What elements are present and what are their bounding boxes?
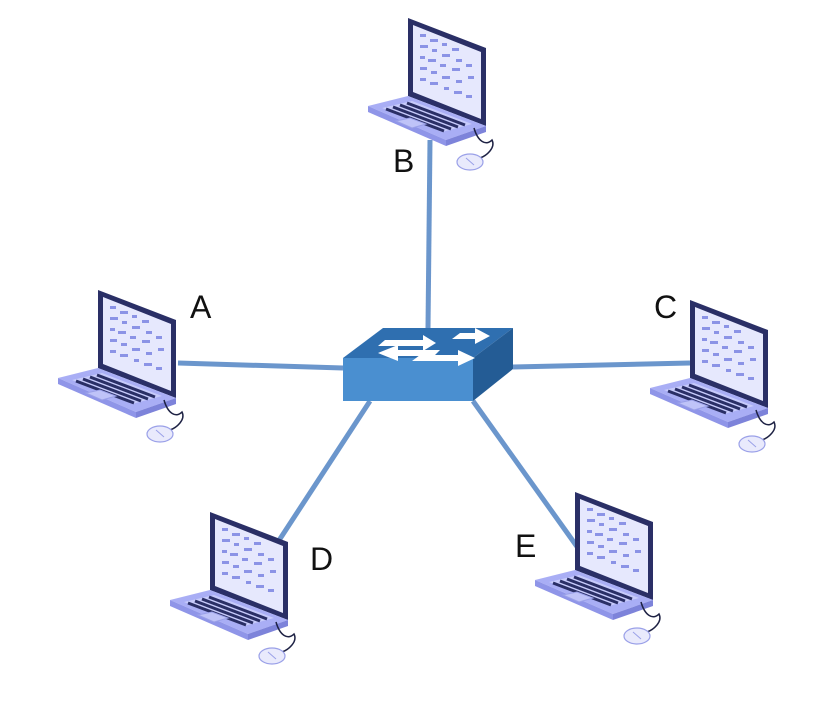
link-a — [177, 360, 344, 371]
node-label-d: D — [310, 541, 333, 577]
node-label-b: B — [393, 143, 414, 179]
node-a: A — [56, 288, 212, 444]
link-e — [470, 399, 581, 550]
switch-side — [473, 328, 513, 401]
links — [177, 139, 691, 550]
laptop-icon — [56, 288, 185, 444]
node-c: C — [648, 289, 777, 454]
network-switch-icon — [343, 328, 513, 401]
node-label-c: C — [654, 289, 677, 325]
node-b: B — [366, 16, 495, 179]
node-label-a: A — [190, 289, 212, 325]
link-c — [512, 360, 691, 370]
link-d — [273, 399, 373, 547]
nodes: A B C D E — [56, 16, 777, 666]
node-e: E — [515, 490, 662, 646]
node-label-e: E — [515, 528, 536, 564]
switch-arrows-icon — [378, 328, 490, 366]
node-d: D — [168, 510, 333, 666]
laptop-icon — [168, 510, 297, 666]
link-b — [425, 139, 433, 329]
switch-front — [343, 358, 473, 401]
